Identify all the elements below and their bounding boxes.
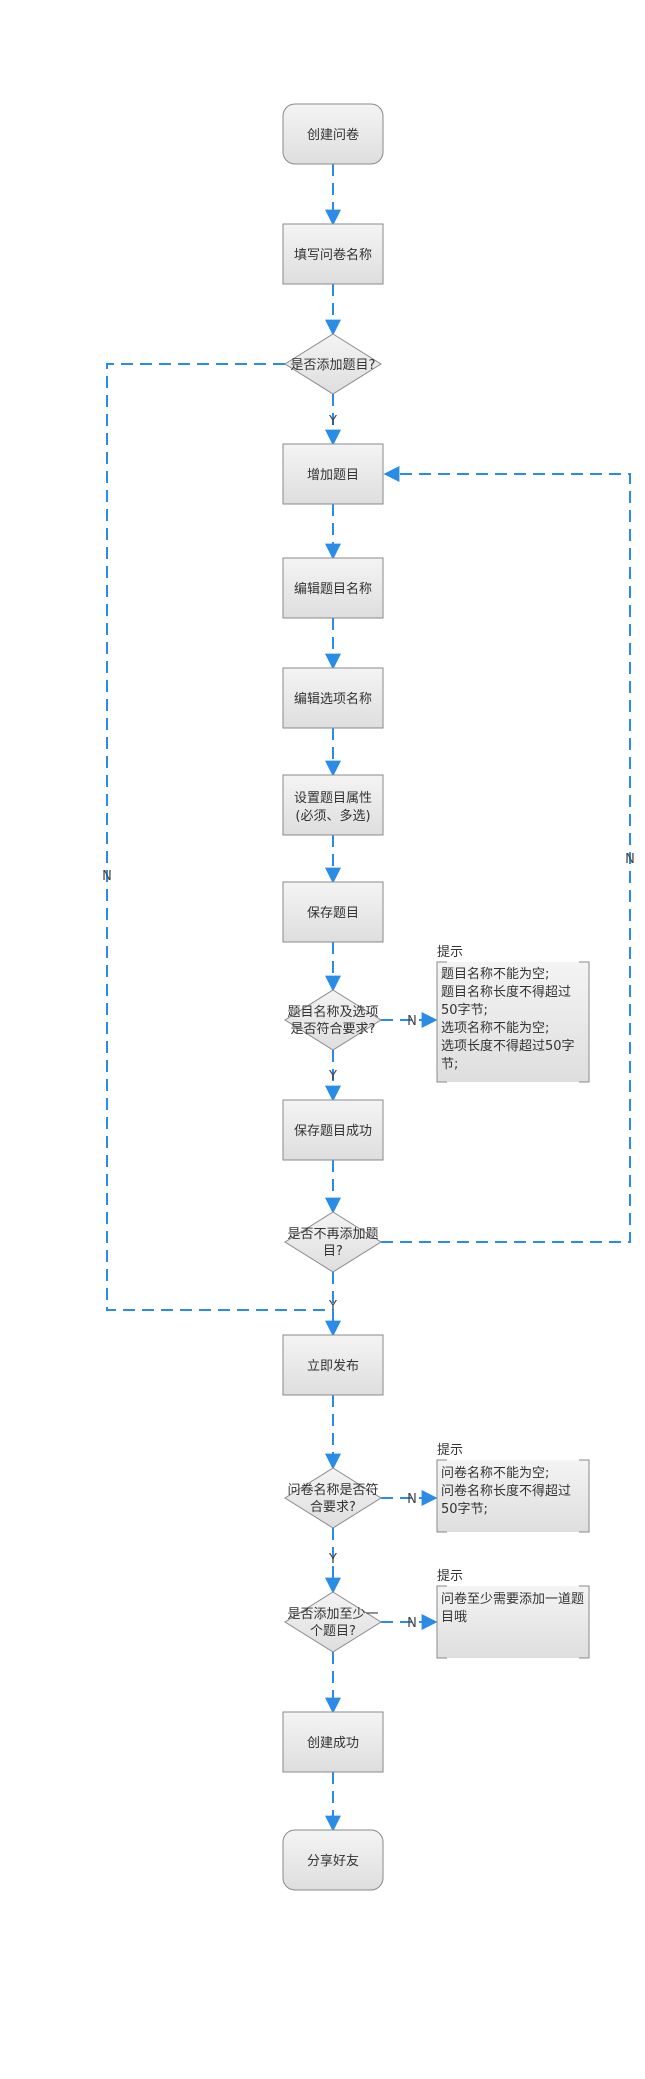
edge-skip-questions-to-publish — [106, 363, 333, 1311]
edge-label-yes: Y — [328, 1552, 337, 1567]
node-name-check-decision — [284, 1467, 382, 1529]
edge-label-no: N — [407, 1492, 417, 1507]
label-created: 创建成功 — [307, 1736, 359, 1751]
note-line: 节; — [441, 1057, 458, 1072]
edge-label-yes: Y — [328, 1069, 337, 1084]
label-add-question: 增加题目 — [307, 468, 359, 483]
note-line: 问卷名称不能为空; — [441, 1465, 549, 1481]
node-set-attributes — [282, 774, 384, 836]
note-line: 50字节; — [441, 1502, 488, 1517]
node-min-one-decision — [284, 1591, 382, 1653]
note-title: 提示 — [437, 1568, 463, 1584]
note-line: 题目名称长度不得超过 — [441, 984, 571, 1000]
label-add-question-decision: 是否添加题目? — [291, 358, 376, 373]
node-start — [282, 103, 384, 165]
node-save-question — [282, 881, 384, 943]
note-line: 问卷名称长度不得超过 — [441, 1483, 571, 1499]
label-edit-title: 编辑题目名称 — [294, 581, 372, 597]
note-title: 提示 — [437, 1442, 463, 1458]
note-validate: 提示 题目名称不能为空; 题目名称长度不得超过 50字节; 选项名称不能为空; … — [436, 944, 590, 1083]
node-add-question-decision — [284, 333, 382, 395]
label-min-one-decision-2: 个题目? — [310, 1624, 356, 1639]
label-fill-name: 填写问卷名称 — [294, 247, 372, 263]
node-validate-decision — [284, 989, 382, 1051]
node-share — [282, 1829, 384, 1891]
node-edit-title — [282, 557, 384, 619]
label-min-one-decision: 是否添加至少一 — [287, 1607, 378, 1622]
label-no-more-decision-2: 目? — [323, 1244, 343, 1259]
edge-label-no: N — [102, 869, 112, 884]
node-edit-options — [282, 667, 384, 729]
edge-label-no: N — [407, 1014, 417, 1029]
note-line: 50字节; — [441, 1003, 488, 1018]
note-line: 目哦 — [441, 1610, 467, 1625]
edge-label-no: N — [625, 852, 635, 867]
label-set-attributes-sub: (必须、多选) — [295, 808, 370, 824]
note-line: 问卷至少需要添加一道题 — [441, 1591, 584, 1607]
edge-label-no: N — [407, 1616, 417, 1631]
note-name-check: 提示 问卷名称不能为空; 问卷名称长度不得超过 50字节; — [436, 1442, 590, 1533]
label-save-success: 保存题目成功 — [294, 1124, 372, 1139]
node-publish — [282, 1334, 384, 1396]
note-line: 选项名称不能为空; — [441, 1020, 549, 1036]
node-fill-name — [282, 223, 384, 285]
node-save-success — [282, 1099, 384, 1161]
label-edit-options: 编辑选项名称 — [294, 691, 372, 707]
label-set-attributes: 设置题目属性 — [294, 791, 372, 806]
label-name-check-decision-2: 合要求? — [310, 1500, 356, 1515]
label-validate-decision: 题目名称及选项 — [287, 1004, 378, 1020]
node-created — [282, 1711, 384, 1773]
label-share: 分享好友 — [307, 1853, 359, 1869]
edge-label-yes: Y — [328, 414, 337, 429]
label-publish: 立即发布 — [307, 1358, 359, 1374]
note-line: 选项长度不得超过50字 — [441, 1038, 575, 1054]
node-no-more-decision — [284, 1211, 382, 1273]
note-min-one: 提示 问卷至少需要添加一道题 目哦 — [436, 1568, 590, 1659]
label-name-check-decision: 问卷名称是否符 — [287, 1482, 378, 1498]
edge-label-yes: Y — [328, 1299, 337, 1314]
edge-loop-add-more — [381, 466, 631, 1243]
note-line: 题目名称不能为空; — [441, 966, 549, 982]
label-start: 创建问卷 — [307, 127, 359, 143]
label-validate-decision-2: 是否符合要求? — [291, 1021, 376, 1037]
note-title: 提示 — [437, 944, 463, 960]
label-no-more-decision: 是否不再添加题 — [287, 1227, 378, 1242]
label-save-question: 保存题目 — [307, 906, 359, 921]
node-add-question — [282, 443, 384, 505]
connectors — [106, 164, 631, 1832]
